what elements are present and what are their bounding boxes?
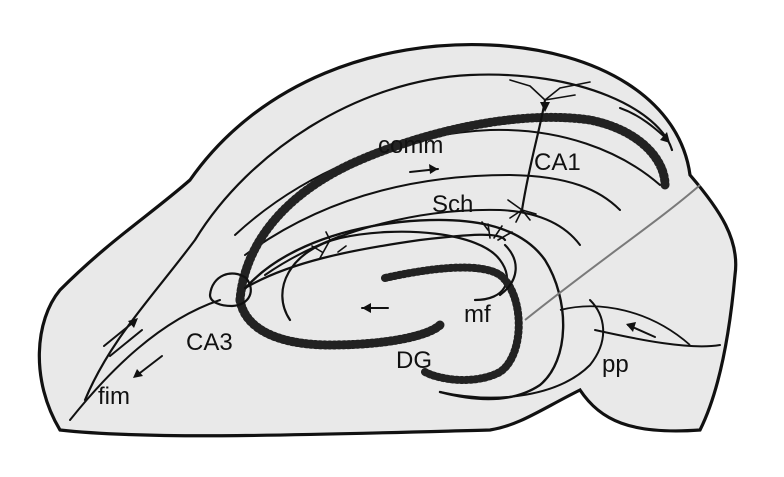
label-ca3: CA3	[186, 329, 233, 356]
label-ca1: CA1	[534, 149, 581, 176]
hippocampus-outline	[39, 45, 735, 436]
label-dg: DG	[396, 347, 432, 374]
label-fim: fim	[98, 383, 130, 410]
label-comm: comm	[378, 132, 443, 159]
label-mf: mf	[464, 301, 491, 328]
label-sch: Sch	[432, 191, 473, 218]
label-pp: pp	[602, 351, 629, 378]
